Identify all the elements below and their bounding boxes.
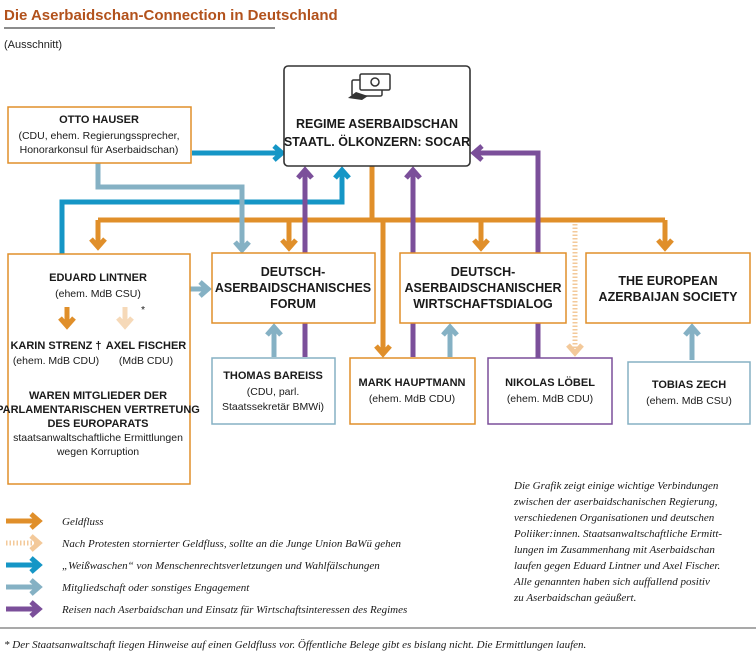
legend-storniert-arrow xyxy=(29,534,43,552)
legend-weisswaschen-arrow xyxy=(29,556,43,574)
forum-box xyxy=(211,252,376,324)
arrow-to-dialog xyxy=(472,238,490,252)
fischer-footnote-mark: * xyxy=(141,304,145,316)
society-l1: THE EUROPEAN xyxy=(618,274,717,288)
note-l8: zu Aserbaidschan geäußert. xyxy=(513,592,636,604)
arrow-purple-hauptmann xyxy=(404,166,422,180)
legend-storniert-label: Nach Protesten stornierter Geldfluss, so… xyxy=(61,538,402,550)
arrow-to-strenz xyxy=(58,316,76,330)
regime-line2: STAATL. ÖLKONZERN: SOCAR xyxy=(284,134,470,149)
legend-geldfluss-label: Geldfluss xyxy=(62,516,104,528)
fischer-desc: (MdB CDU) xyxy=(119,355,173,367)
money-transfer-icon xyxy=(348,73,391,100)
loebel-box xyxy=(487,357,613,425)
loebel-desc: (ehem. MdB CDU) xyxy=(507,393,593,405)
legend-mitgliedschaft-label: Mitgliedschaft oder sonstiges Engagement xyxy=(61,582,250,594)
hauser-name: OTTO HAUSER xyxy=(59,114,139,126)
explanatory-note: Die Grafik zeigt einige wichtige Verbind… xyxy=(513,480,722,604)
arrow-purple-bareiss xyxy=(296,166,314,180)
lintner-note-l5: wegen Korruption xyxy=(56,446,139,458)
note-l1: Die Grafik zeigt einige wichtige Verbind… xyxy=(513,480,719,492)
lintner-name: EDUARD LINTNER xyxy=(49,272,147,284)
arrow-blue-hauser xyxy=(233,240,251,254)
forum-l3: FORUM xyxy=(270,297,316,311)
arrow-purple-loebel xyxy=(470,144,484,162)
dialog-box xyxy=(399,252,567,324)
legend-geldfluss-arrow xyxy=(29,512,43,530)
arrow-blue-lintner xyxy=(198,280,212,298)
legend: Geldfluss Nach Protesten stornierter Gel… xyxy=(6,512,407,618)
bareiss-box xyxy=(211,357,336,425)
arrow-blue-bareiss xyxy=(265,323,283,337)
note-l3: verschiedenen Organisationen und deutsch… xyxy=(514,512,715,524)
arrow-teal-lintner xyxy=(333,166,351,180)
note-l4: Poliiker:innen. Staatsanwaltschaftliche … xyxy=(513,528,722,540)
page-title: Die Aserbaidschan-Connection in Deutschl… xyxy=(4,7,338,24)
lintner-note-l2: PARLAMENTARISCHEN VERTRETUNG xyxy=(0,404,200,416)
legend-mitgliedschaft-arrow xyxy=(29,578,43,596)
hauser-desc1: (CDU, ehem. Regierungssprecher, xyxy=(18,130,179,142)
hauptmann-desc: (ehem. MdB CDU) xyxy=(369,393,455,405)
lintner-note-l3: DES EUROPARATS xyxy=(47,418,148,430)
arrow-teal-hauser xyxy=(272,144,286,162)
footnote: * Der Staatsanwaltschaft liegen Hinweise… xyxy=(4,639,586,651)
arrow-blue-zech xyxy=(683,323,701,337)
arrow-to-society xyxy=(656,238,674,252)
lintner-note-l4: staatsanwaltschaftliche Ermittlungen xyxy=(13,432,183,444)
forum-l2: ASERBAIDSCHANISCHES xyxy=(215,281,371,295)
page-subtitle: (Ausschnitt) xyxy=(4,39,62,51)
dialog-l2: ASERBAIDSCHANISCHER xyxy=(405,281,562,295)
arrow-to-hauptmann xyxy=(374,344,392,358)
zech-desc: (ehem. MdB CSU) xyxy=(646,395,732,407)
legend-weisswaschen-label: „Weißwaschen“ von Menschenrechtsverletzu… xyxy=(62,560,380,572)
regime-line1: REGIME ASERBAIDSCHAN xyxy=(296,117,458,131)
hauptmann-name: MARK HAUPTMANN xyxy=(359,377,466,389)
zech-name: TOBIAS ZECH xyxy=(652,379,726,391)
strenz-name: KARIN STRENZ † xyxy=(10,340,101,352)
loebel-name: NIKOLAS LÖBEL xyxy=(505,376,595,389)
hauser-box xyxy=(7,106,192,164)
bareiss-desc1: (CDU, parl. xyxy=(247,386,300,398)
arrow-storniert xyxy=(566,343,584,357)
note-l2: zwischen der aserbaidschanischen Regieru… xyxy=(513,496,718,508)
teal-lintner-to-regime xyxy=(59,170,345,254)
blue-hauser-to-forum xyxy=(95,162,245,250)
bareiss-name: THOMAS BAREISS xyxy=(223,370,323,382)
arrow-to-fischer xyxy=(116,316,134,330)
hauser-desc2: Honorarkonsul für Aserbaidschan) xyxy=(20,144,179,156)
bareiss-desc2: Staatssekretär BMWi) xyxy=(222,401,324,413)
note-l5: lungen im Zusammenhang mit Aserbaidschan xyxy=(514,544,715,556)
dialog-l3: WIRTSCHAFTSDIALOG xyxy=(413,297,553,311)
note-l7: Alle genannten haben sich auffallend pos… xyxy=(513,576,710,588)
dialog-l1: DEUTSCH- xyxy=(451,265,516,279)
fischer-name: AXEL FISCHER xyxy=(106,340,187,352)
legend-reisen-arrow xyxy=(29,600,43,618)
arrow-to-forum xyxy=(280,238,298,252)
society-l2: AZERBAIJAN SOCIETY xyxy=(599,290,739,304)
regime-box xyxy=(283,65,471,167)
arrow-blue-hauptmann xyxy=(441,323,459,337)
lintner-note-l1: WAREN MITGLIEDER DER xyxy=(29,390,167,402)
legend-reisen-label: Reisen nach Aserbaidschan und Einsatz fü… xyxy=(61,604,407,616)
lintner-desc: (ehem. MdB CSU) xyxy=(55,288,141,300)
hauptmann-box xyxy=(349,357,476,425)
arrow-to-lintner xyxy=(89,237,107,251)
lintner-box xyxy=(7,253,191,485)
note-l6: laufen gegen Eduard Lintner und Axel Fis… xyxy=(514,560,720,572)
society-box xyxy=(585,252,751,324)
zech-box xyxy=(627,361,751,425)
strenz-desc: (ehem. MdB CDU) xyxy=(13,355,99,367)
forum-l1: DEUTSCH- xyxy=(261,265,326,279)
